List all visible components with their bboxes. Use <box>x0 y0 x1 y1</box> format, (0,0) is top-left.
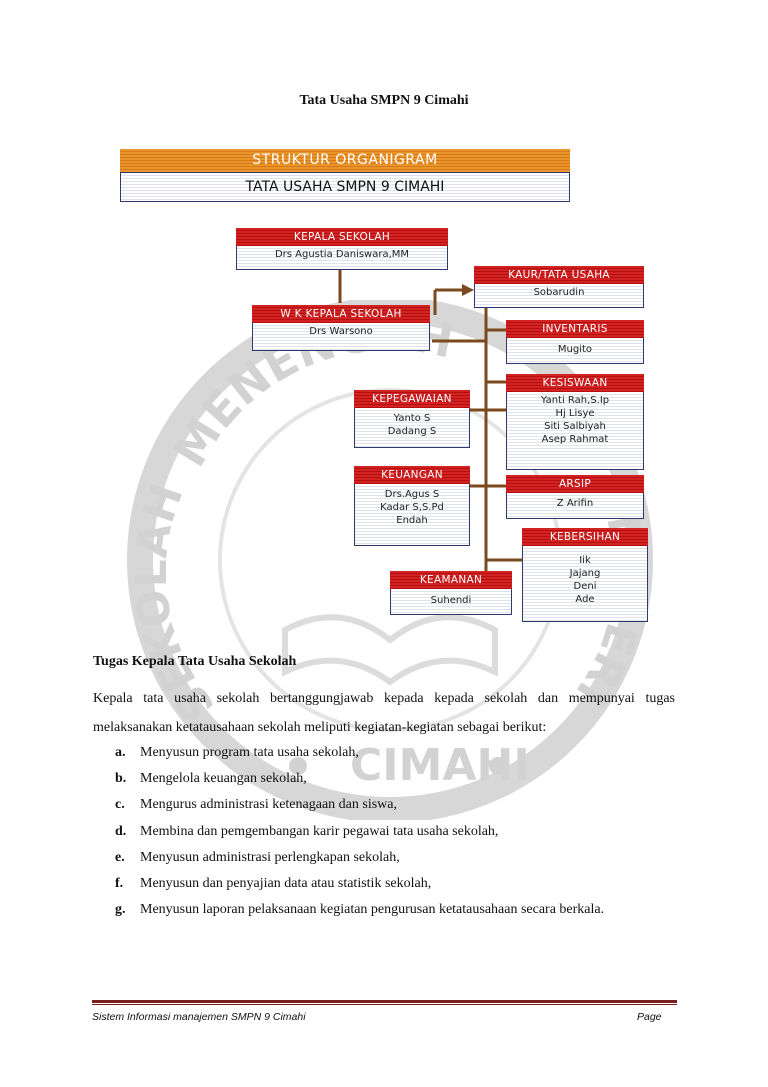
footer-left-text: Sistem Informasi manajemen SMPN 9 Cimahi <box>92 1011 306 1023</box>
wakil-kepala-names: Drs Warsono <box>252 323 430 351</box>
kebersihan-name: Deni <box>573 581 597 592</box>
task-list: a. Menyusun program tata usaha sekolah, b… <box>115 740 604 923</box>
keuangan-name: Endah <box>396 515 428 526</box>
keamanan-box: KEAMANAN Suhendi <box>390 571 512 615</box>
list-item: b. Mengelola keuangan sekolah, <box>115 766 604 792</box>
kebersihan-name: Jajang <box>569 568 601 579</box>
section-heading: Tugas Kepala Tata Usaha Sekolah <box>93 654 297 669</box>
footer-rule <box>92 1000 677 1003</box>
kepala-sekolah-box: KEPALA SEKOLAH Drs Agustia Daniswara,MM <box>236 228 448 270</box>
kepegawaian-box: KEPEGAWAIAN Yanto S Dadang S <box>354 390 470 448</box>
wakil-kepala-box: W K KEPALA SEKOLAH Drs Warsono <box>252 305 430 351</box>
kaur-tata-usaha-name: Sobarudin <box>533 287 585 298</box>
kesiswaan-title: KESISWAAN <box>506 374 644 392</box>
keamanan-name: Suhendi <box>430 595 472 606</box>
kesiswaan-name: Asep Rahmat <box>541 434 609 445</box>
kebersihan-names: Iik Jajang Deni Ade <box>522 546 648 622</box>
list-item: e. Menyusun administrasi perlengkapan sek… <box>115 845 604 871</box>
kepala-sekolah-name: Drs Agustia Daniswara,MM <box>274 249 410 260</box>
kebersihan-box: KEBERSIHAN Iik Jajang Deni Ade <box>522 528 648 622</box>
arsip-box: ARSIP Z Arifin <box>506 475 644 519</box>
keuangan-name: Drs.Agus S <box>384 489 440 500</box>
list-text: Menyusun dan penyajian data atau statist… <box>140 875 432 891</box>
kesiswaan-name: Yanti Rah,S.Ip <box>540 395 610 406</box>
kepegawaian-name: Yanto S <box>393 413 431 424</box>
list-text: Menyusun administrasi perlengkapan sekol… <box>140 849 400 865</box>
inventaris-title: INVENTARIS <box>506 320 644 338</box>
kesiswaan-name: Hj Lisye <box>555 408 595 419</box>
keuangan-box: KEUANGAN Drs.Agus S Kadar S,S.Pd Endah <box>354 466 470 546</box>
kepegawaian-title: KEPEGAWAIAN <box>354 390 470 408</box>
list-letter: f. <box>115 875 124 891</box>
list-text: Mengelola keuangan sekolah, <box>140 771 307 787</box>
list-letter: c. <box>115 797 125 813</box>
org-chart-header: STRUKTUR ORGANIGRAM <box>120 149 570 172</box>
section-intro: Kepala tata usaha sekolah bertanggungjaw… <box>93 691 675 735</box>
kesiswaan-name: Siti Salbiyah <box>544 421 606 432</box>
kepala-sekolah-title: KEPALA SEKOLAH <box>236 228 448 246</box>
footer-rule-thin <box>92 1004 677 1005</box>
list-letter: b. <box>115 771 127 787</box>
list-text: Menyusun laporan pelaksanaan kegiatan pe… <box>140 902 605 918</box>
list-item: a. Menyusun program tata usaha sekolah, <box>115 740 604 766</box>
inventaris-names: Mugito <box>506 338 644 364</box>
list-letter: a. <box>115 745 126 760</box>
footer-page-label: Page <box>637 1011 662 1023</box>
org-chart-subheader: TATA USAHA SMPN 9 CIMAHI <box>120 172 570 202</box>
list-text: Membina dan pemgembangan karir pegawai t… <box>140 823 499 839</box>
list-item: g. Menyusun laporan pelaksanaan kegiatan … <box>115 897 604 923</box>
arsip-name: Z Arifin <box>556 498 594 509</box>
kepegawaian-names: Yanto S Dadang S <box>354 408 470 448</box>
list-letter: g. <box>115 902 126 918</box>
kebersihan-name: Iik <box>579 555 591 566</box>
kepala-sekolah-names: Drs Agustia Daniswara,MM <box>236 246 448 270</box>
wakil-kepala-name: Drs Warsono <box>309 326 373 337</box>
keuangan-title: KEUANGAN <box>354 466 470 484</box>
page-title: Tata Usaha SMPN 9 Cimahi <box>299 93 469 108</box>
list-text: Menyusun program tata usaha sekolah, <box>140 745 359 760</box>
kaur-tata-usaha-title: KAUR/TATA USAHA <box>474 266 644 284</box>
list-letter: d. <box>115 823 127 839</box>
keuangan-name: Kadar S,S.Pd <box>380 502 444 513</box>
inventaris-name: Mugito <box>557 344 593 355</box>
keamanan-names: Suhendi <box>390 589 512 615</box>
arsip-names: Z Arifin <box>506 493 644 519</box>
kesiswaan-names: Yanti Rah,S.Ip Hj Lisye Siti Salbiyah As… <box>506 392 644 470</box>
list-item: c. Mengurus administrasi ketenagaan dan s… <box>115 792 604 818</box>
list-item: f. Menyusun dan penyajian data atau stati… <box>115 871 604 897</box>
list-item: d. Membina dan pemgembangan karir pegawai… <box>115 819 604 845</box>
kaur-tata-usaha-box: KAUR/TATA USAHA Sobarudin <box>474 266 644 308</box>
wakil-kepala-title: W K KEPALA SEKOLAH <box>252 305 430 323</box>
kepegawaian-name: Dadang S <box>387 426 437 437</box>
kesiswaan-box: KESISWAAN Yanti Rah,S.Ip Hj Lisye Siti S… <box>506 374 644 470</box>
list-text: Mengurus administrasi ketenagaan dan sis… <box>140 797 397 813</box>
arsip-title: ARSIP <box>506 475 644 493</box>
kebersihan-title: KEBERSIHAN <box>522 528 648 546</box>
inventaris-box: INVENTARIS Mugito <box>506 320 644 364</box>
keamanan-title: KEAMANAN <box>390 571 512 589</box>
kebersihan-name: Ade <box>575 594 595 605</box>
kaur-tata-usaha-names: Sobarudin <box>474 284 644 308</box>
list-letter: e. <box>115 849 125 865</box>
keuangan-names: Drs.Agus S Kadar S,S.Pd Endah <box>354 484 470 546</box>
